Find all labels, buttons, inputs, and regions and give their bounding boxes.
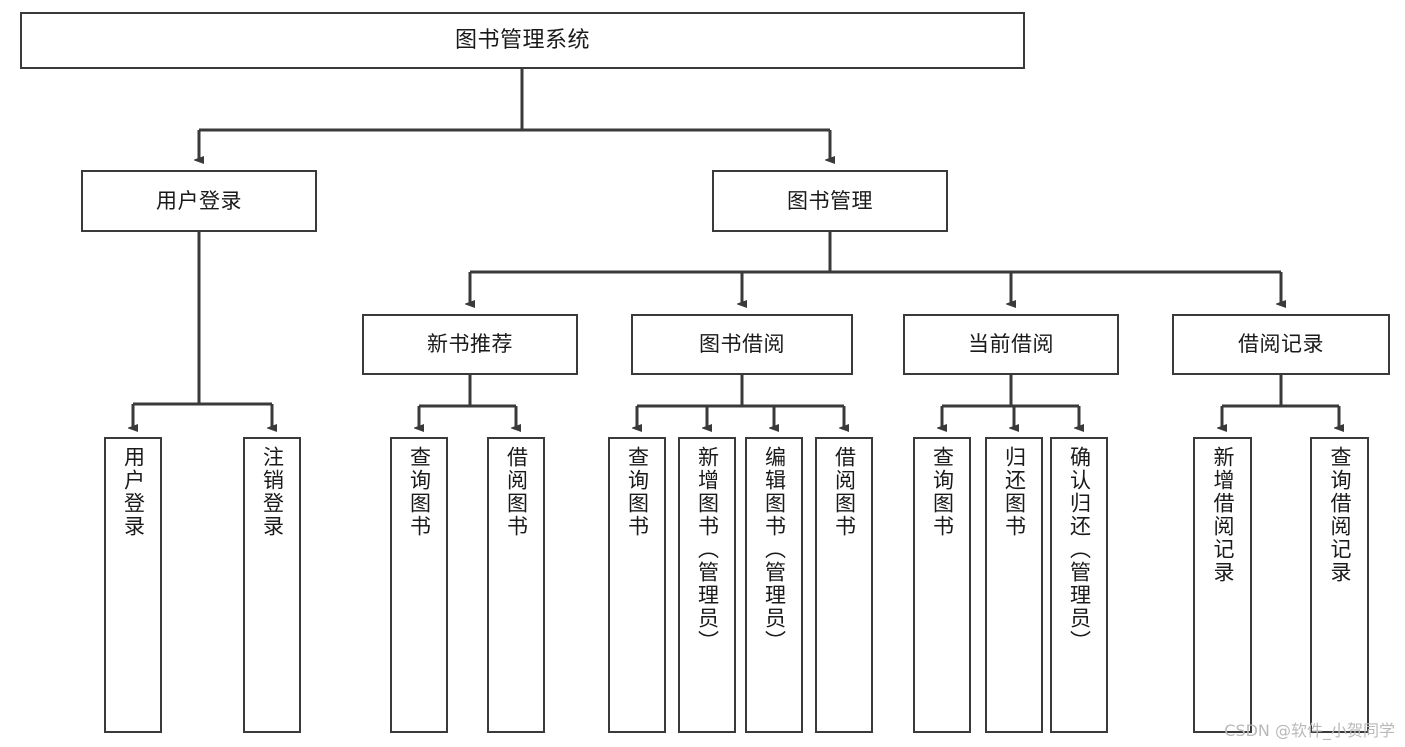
node-leaf-edit-book-label: 编辑图书（管理员） — [762, 446, 787, 653]
node-leaf-edit-book[interactable]: 编辑图书（管理员） — [745, 437, 803, 733]
node-leaf-user-login-label: 用户登录 — [121, 446, 146, 538]
node-leaf-confirm-return-label: 确认归还（管理员） — [1067, 446, 1092, 653]
node-leaf-query-book-rec-label: 查询图书 — [407, 446, 432, 538]
node-leaf-borrow-book-rec-label: 借阅图书 — [504, 446, 529, 538]
node-current-borrow-label: 当前借阅 — [968, 332, 1054, 357]
node-leaf-query-borrow-record[interactable]: 查询借阅记录 — [1310, 437, 1369, 733]
node-user-login-label: 用户登录 — [156, 188, 242, 213]
node-leaf-logout-label: 注销登录 — [260, 446, 285, 538]
node-user-login[interactable]: 用户登录 — [81, 170, 317, 232]
csdn-watermark: CSDN @软件_小贺同学 — [1224, 721, 1395, 740]
node-book-borrow-label: 图书借阅 — [699, 332, 785, 357]
node-root[interactable]: 图书管理系统 — [20, 12, 1025, 69]
node-borrow-records[interactable]: 借阅记录 — [1172, 314, 1390, 375]
node-book-management[interactable]: 图书管理 — [712, 170, 948, 232]
node-leaf-query-book-rec[interactable]: 查询图书 — [390, 437, 448, 733]
node-leaf-add-book-label: 新增图书（管理员） — [695, 446, 720, 653]
node-root-label: 图书管理系统 — [454, 27, 590, 53]
node-current-borrow[interactable]: 当前借阅 — [903, 314, 1119, 375]
node-leaf-query-borrow-record-label: 查询借阅记录 — [1328, 446, 1352, 584]
node-leaf-add-borrow-record-label: 新增借阅记录 — [1211, 446, 1235, 584]
node-leaf-borrow-book-label: 借阅图书 — [832, 446, 857, 538]
node-new-book-recommend-label: 新书推荐 — [427, 332, 513, 357]
node-borrow-records-label: 借阅记录 — [1238, 332, 1324, 357]
node-leaf-query-book-borrow[interactable]: 查询图书 — [608, 437, 666, 733]
node-leaf-add-book[interactable]: 新增图书（管理员） — [678, 437, 736, 733]
node-leaf-borrow-book-rec[interactable]: 借阅图书 — [487, 437, 545, 733]
node-book-borrow[interactable]: 图书借阅 — [631, 314, 853, 375]
node-leaf-add-borrow-record[interactable]: 新增借阅记录 — [1193, 437, 1252, 733]
node-book-management-label: 图书管理 — [787, 188, 873, 213]
node-leaf-return-book-label: 归还图书 — [1002, 446, 1027, 538]
node-leaf-confirm-return[interactable]: 确认归还（管理员） — [1050, 437, 1108, 733]
node-leaf-logout[interactable]: 注销登录 — [243, 437, 301, 733]
node-leaf-borrow-book[interactable]: 借阅图书 — [815, 437, 873, 733]
node-leaf-query-book-current-label: 查询图书 — [930, 446, 955, 538]
node-new-book-recommend[interactable]: 新书推荐 — [362, 314, 578, 375]
node-leaf-return-book[interactable]: 归还图书 — [985, 437, 1043, 733]
node-leaf-query-book-borrow-label: 查询图书 — [625, 446, 650, 538]
node-leaf-query-book-current[interactable]: 查询图书 — [913, 437, 971, 733]
node-leaf-user-login[interactable]: 用户登录 — [104, 437, 162, 733]
